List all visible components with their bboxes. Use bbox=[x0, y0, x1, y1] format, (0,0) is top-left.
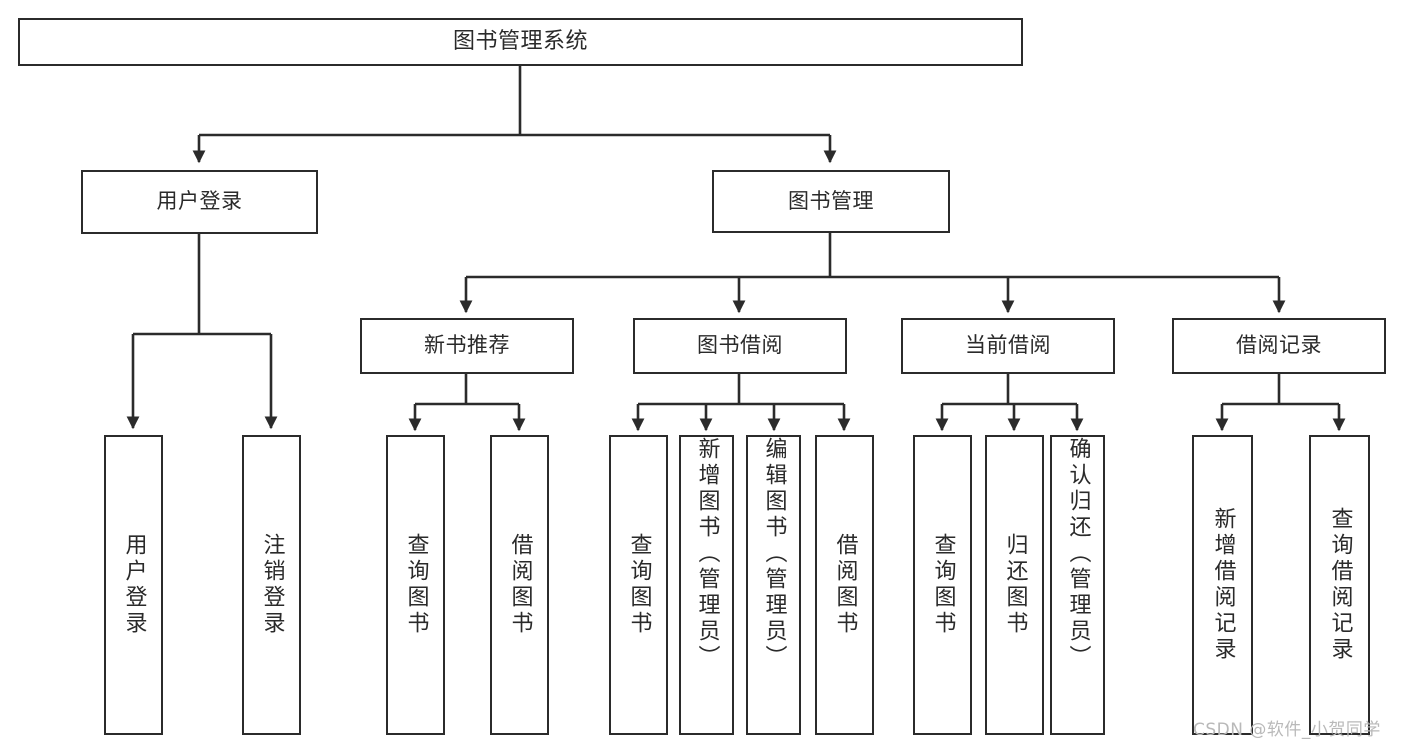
node-borrow-record[interactable]: 借阅记录 bbox=[1172, 318, 1386, 374]
leaf-record-query[interactable]: 查询借阅记录 bbox=[1309, 435, 1370, 735]
leaf-borrow-query-book[interactable]: 查询图书 bbox=[609, 435, 668, 735]
leaf-record-add[interactable]: 新增借阅记录 bbox=[1192, 435, 1253, 735]
leaf-borrow-add-book[interactable]: 新增图书（管理员） bbox=[679, 435, 734, 735]
leaf-current-return-book-label: 归还图书 bbox=[1002, 533, 1028, 637]
node-user-login[interactable]: 用户登录 bbox=[81, 170, 318, 234]
leaf-borrow-edit-book[interactable]: 编辑图书（管理员） bbox=[746, 435, 801, 735]
node-book-management-label: 图书管理 bbox=[788, 188, 874, 213]
leaf-new-book-borrow-label: 借阅图书 bbox=[507, 533, 533, 637]
node-root[interactable]: 图书管理系统 bbox=[18, 18, 1023, 66]
node-new-book-recommend-label: 新书推荐 bbox=[424, 333, 510, 358]
watermark: CSDN @软件_小贺同学 bbox=[1193, 720, 1381, 740]
leaf-new-book-borrow[interactable]: 借阅图书 bbox=[490, 435, 549, 735]
node-root-label: 图书管理系统 bbox=[452, 28, 588, 54]
node-book-borrow[interactable]: 图书借阅 bbox=[633, 318, 847, 374]
leaf-borrow-borrow-book[interactable]: 借阅图书 bbox=[815, 435, 874, 735]
leaf-record-query-label: 查询借阅记录 bbox=[1327, 507, 1353, 663]
node-user-login-label: 用户登录 bbox=[156, 189, 243, 214]
leaf-user-login-logout-label: 注销登录 bbox=[259, 533, 285, 637]
leaf-current-return-book[interactable]: 归还图书 bbox=[985, 435, 1044, 735]
leaf-current-query-book[interactable]: 查询图书 bbox=[913, 435, 972, 735]
leaf-borrow-add-book-label: 新增图书（管理员） bbox=[694, 437, 720, 671]
leaf-user-login-login-label: 用户登录 bbox=[121, 533, 147, 637]
node-book-borrow-label: 图书借阅 bbox=[697, 333, 783, 358]
leaf-new-book-query[interactable]: 查询图书 bbox=[386, 435, 445, 735]
leaf-user-login-login[interactable]: 用户登录 bbox=[104, 435, 163, 735]
node-new-book-recommend[interactable]: 新书推荐 bbox=[360, 318, 574, 374]
leaf-record-add-label: 新增借阅记录 bbox=[1210, 507, 1236, 663]
leaf-current-query-book-label: 查询图书 bbox=[930, 533, 956, 637]
leaf-user-login-logout[interactable]: 注销登录 bbox=[242, 435, 301, 735]
leaf-current-confirm-return-label: 确认归还（管理员） bbox=[1065, 437, 1091, 671]
node-book-management[interactable]: 图书管理 bbox=[712, 170, 950, 233]
node-current-borrow-label: 当前借阅 bbox=[965, 333, 1051, 358]
node-current-borrow[interactable]: 当前借阅 bbox=[901, 318, 1115, 374]
leaf-new-book-query-label: 查询图书 bbox=[403, 533, 429, 637]
leaf-borrow-borrow-book-label: 借阅图书 bbox=[832, 533, 858, 637]
leaf-borrow-edit-book-label: 编辑图书（管理员） bbox=[761, 437, 787, 671]
node-borrow-record-label: 借阅记录 bbox=[1236, 333, 1322, 358]
leaf-borrow-query-book-label: 查询图书 bbox=[626, 533, 652, 637]
leaf-current-confirm-return[interactable]: 确认归还（管理员） bbox=[1050, 435, 1105, 735]
